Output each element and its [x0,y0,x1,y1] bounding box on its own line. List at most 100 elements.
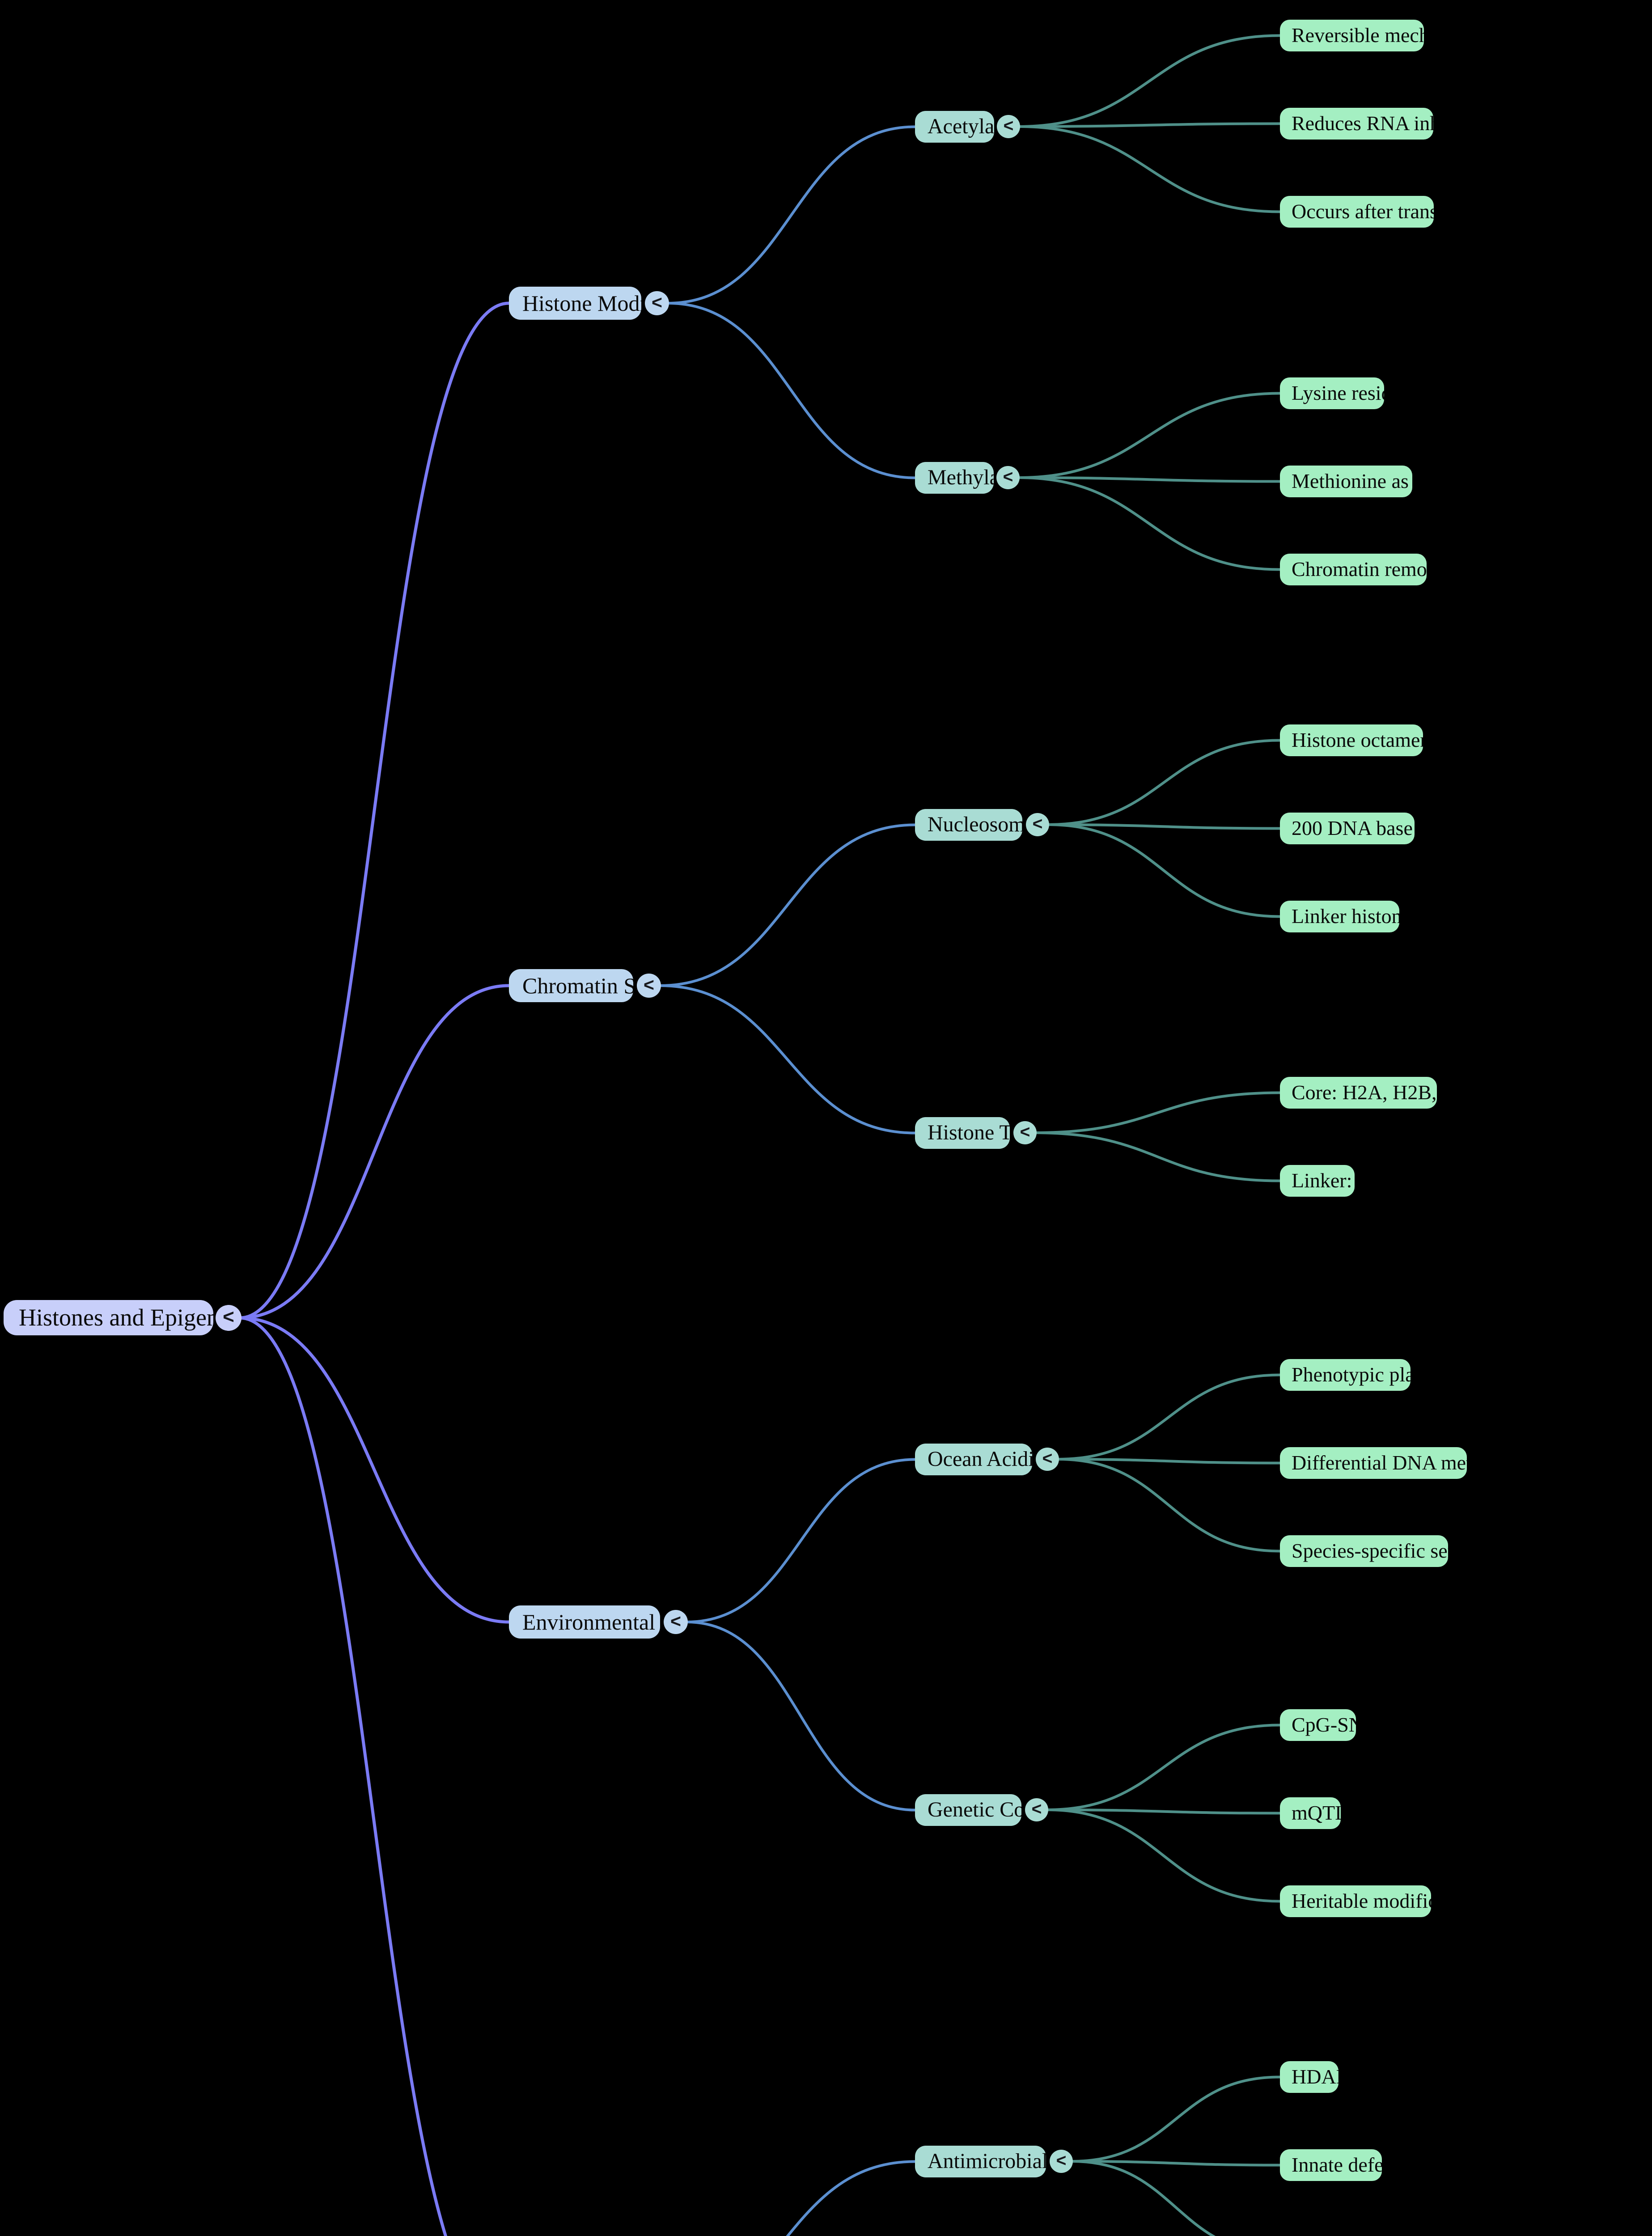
edge-sub-3-0-to-leaf-0 [1070,2075,1281,2163]
root-node-label: Histones and Epigenetic Regulation [19,1304,213,1331]
sub-node-3-0[interactable]: Antimicrobial Peptides [915,2146,1046,2177]
edge-sub-2-1-to-leaf-1 [1046,1808,1281,1815]
sub-node-1-1-label: Histone Types [928,1121,1010,1145]
leaf-node-1-0-0[interactable]: Histone octamer core [1280,724,1423,756]
branch-node-1-label: Chromatin Structure [522,973,633,998]
edge-branch-2-to-sub-1 [685,1621,916,1812]
chevron-left-icon: < [1042,1448,1053,1468]
chevron-left-icon: < [1056,2151,1067,2170]
leaf-node-1-0-2[interactable]: Linker histone H1 [1280,901,1399,932]
leaf-node-3-0-1-label: Innate defense [1292,2153,1382,2177]
sub-collapse-toggle-0-1[interactable]: < [996,466,1020,489]
edge-root-to-branch-2 [238,1316,511,1624]
leaf-node-0-1-2-label: Chromatin remodeling [1292,558,1427,581]
sub-node-2-0[interactable]: Ocean Acidification [915,1444,1032,1475]
chevron-left-icon: < [652,292,662,313]
leaf-node-0-0-2-label: Occurs after translation [1292,200,1434,223]
leaf-node-1-1-0[interactable]: Core: H2A, H2B, H3, H4 [1280,1077,1437,1109]
branch-node-1[interactable]: Chromatin Structure [509,969,633,1002]
branch-collapse-toggle-0[interactable]: < [645,291,669,315]
edge-branch-2-to-sub-0 [685,1458,916,1623]
sub-node-1-1[interactable]: Histone Types [915,1117,1010,1149]
edge-sub-2-1-to-leaf-2 [1046,1808,1281,1903]
sub-node-1-0[interactable]: Nucleosome Unit [915,809,1022,841]
edge-sub-1-0-to-leaf-0 [1046,739,1281,826]
leaf-node-2-1-1[interactable]: mQTLs [1280,1797,1341,1829]
branch-node-0[interactable]: Histone Modifications [509,287,641,320]
sub-node-3-0-label: Antimicrobial Peptides [928,2149,1046,2173]
sub-collapse-toggle-1-1[interactable]: < [1013,1121,1037,1144]
edge-sub-2-0-to-leaf-1 [1056,1458,1281,1465]
leaf-node-3-0-0-label: HDAPs [1292,2065,1339,2088]
leaf-node-2-0-2[interactable]: Species-specific sensitivity [1280,1535,1448,1567]
sub-collapse-toggle-1-0[interactable]: < [1026,813,1049,836]
sub-collapse-toggle-2-1[interactable]: < [1025,1798,1048,1821]
edge-sub-0-0-to-leaf-2 [1017,125,1281,213]
leaf-node-2-1-1-label: mQTLs [1292,1801,1341,1825]
sub-node-0-1[interactable]: Methylation [915,462,994,494]
branch-node-2[interactable]: Environmental Epigenetics [509,1605,660,1639]
edge-root-to-branch-1 [238,984,511,1320]
sub-node-2-1-label: Genetic Coupling [928,1798,1021,1822]
leaf-node-0-1-0[interactable]: Lysine residues [1280,377,1384,409]
leaf-node-0-0-2[interactable]: Occurs after translation [1280,196,1434,228]
edge-sub-2-1-to-leaf-0 [1046,1724,1281,1811]
chevron-left-icon: < [1020,1122,1030,1142]
leaf-node-1-0-2-label: Linker histone H1 [1292,905,1399,928]
edge-sub-3-0-to-leaf-2 [1070,2160,1216,2236]
branch-collapse-toggle-2[interactable]: < [664,1610,688,1634]
chevron-left-icon: < [670,1610,681,1631]
edge-branch-0-to-sub-1 [666,302,916,479]
chevron-left-icon: < [1003,467,1013,487]
sub-node-2-0-label: Ocean Acidification [928,1447,1032,1471]
chevron-left-icon: < [1031,1799,1042,1819]
sub-node-0-0[interactable]: Acetylation [915,111,994,143]
edge-sub-0-1-to-leaf-0 [1017,392,1281,479]
edge-sub-0-1-to-leaf-2 [1017,476,1281,571]
sub-node-0-0-label: Acetylation [928,114,994,139]
leaf-node-2-1-0[interactable]: CpG-SNPs [1280,1709,1356,1741]
edge-sub-2-0-to-leaf-0 [1056,1373,1281,1461]
sub-node-2-1[interactable]: Genetic Coupling [915,1794,1021,1826]
chevron-left-icon: < [644,974,654,995]
leaf-node-0-1-2[interactable]: Chromatin remodeling [1280,554,1427,585]
chevron-left-icon: < [1003,116,1014,136]
sub-collapse-toggle-2-0[interactable]: < [1036,1448,1059,1471]
sub-collapse-toggle-0-0[interactable]: < [997,115,1020,138]
leaf-node-1-0-1[interactable]: 200 DNA base pairs [1280,813,1415,844]
leaf-node-2-1-2[interactable]: Heritable modifications [1280,1885,1431,1917]
leaf-node-0-0-0[interactable]: Reversible mechanism [1280,20,1424,51]
leaf-node-0-1-0-label: Lysine residues [1292,381,1384,405]
leaf-node-1-1-1[interactable]: Linker: H1 [1280,1165,1355,1197]
leaf-node-3-0-0[interactable]: HDAPs [1280,2061,1339,2093]
root-collapse-toggle[interactable]: < [216,1305,241,1331]
leaf-node-1-1-0-label: Core: H2A, H2B, H3, H4 [1292,1081,1437,1104]
edge-branch-0-to-sub-0 [666,125,916,305]
leaf-node-0-0-1-label: Reduces RNA inhibition [1292,112,1433,135]
leaf-node-1-1-1-label: Linker: H1 [1292,1169,1355,1192]
edge-branch-1-to-sub-1 [658,984,916,1135]
leaf-node-0-0-1[interactable]: Reduces RNA inhibition [1280,108,1433,140]
edge-sub-3-0-to-leaf-1 [1070,2160,1281,2167]
branch-node-0-label: Histone Modifications [522,290,641,316]
leaf-node-1-0-0-label: Histone octamer core [1292,728,1423,752]
branch-collapse-toggle-1[interactable]: < [637,974,661,998]
branch-node-2-label: Environmental Epigenetics [522,1609,660,1635]
leaf-node-2-0-0-label: Phenotypic plasticity [1292,1363,1411,1386]
leaf-node-0-1-1[interactable]: Methionine as donor [1280,466,1412,497]
edge-sub-1-1-to-leaf-0 [1034,1091,1281,1134]
edge-sub-1-1-to-leaf-1 [1034,1131,1281,1182]
leaf-node-2-0-1[interactable]: Differential DNA methylation [1280,1447,1467,1479]
leaf-node-3-0-1[interactable]: Innate defense [1280,2149,1382,2181]
sub-node-0-1-label: Methylation [928,466,994,490]
edge-sub-1-0-to-leaf-1 [1046,823,1281,830]
edge-root-to-branch-3 [238,1316,448,2236]
leaf-node-1-0-1-label: 200 DNA base pairs [1292,817,1415,840]
leaf-node-2-0-0[interactable]: Phenotypic plasticity [1280,1359,1411,1391]
leaf-node-2-0-1-label: Differential DNA methylation [1292,1451,1467,1474]
chevron-left-icon: < [223,1306,234,1328]
chevron-left-icon: < [1032,814,1043,834]
edge-sub-2-0-to-leaf-2 [1056,1458,1281,1553]
root-node[interactable]: Histones and Epigenetic Regulation [4,1300,213,1335]
sub-collapse-toggle-3-0[interactable]: < [1050,2150,1073,2173]
